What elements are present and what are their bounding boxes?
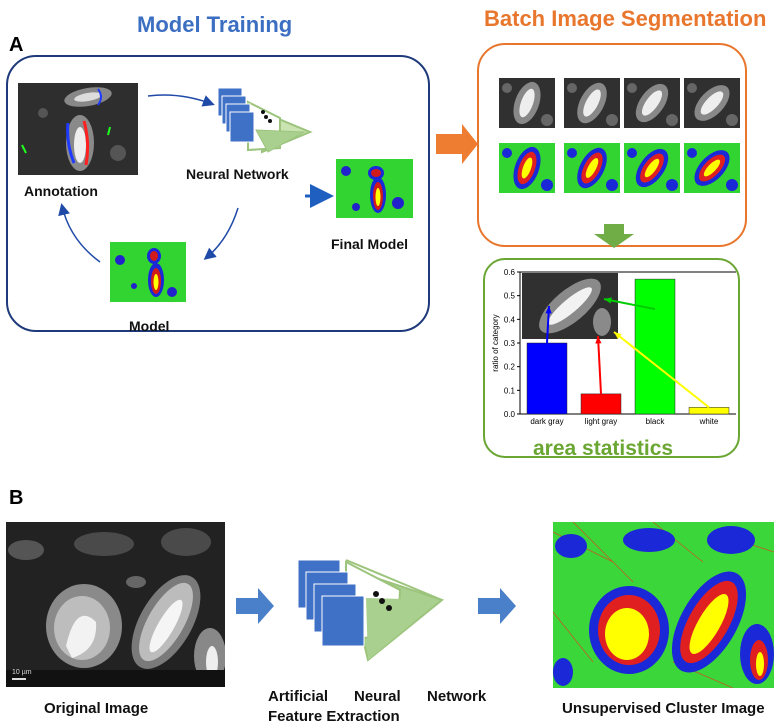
bar: [634, 278, 676, 415]
artificial-label: Artificial: [268, 688, 329, 705]
annotation-image-drawing: [18, 83, 138, 175]
model-training-frame: [6, 55, 430, 332]
arrow-light-gray-head: [595, 336, 602, 344]
batch-segmented-image: [564, 143, 620, 193]
arrow-black-head: [604, 297, 612, 304]
batch-segmented-image: [624, 143, 680, 193]
area-statistics-frame: [483, 258, 740, 458]
network-label: Network: [427, 688, 487, 705]
y-tick-label: 0.0: [504, 410, 516, 419]
model-image: [110, 242, 186, 302]
original-image: 10 µm: [6, 522, 225, 687]
batch-gray-image: [564, 78, 620, 128]
area-statistics-label: area statistics: [533, 437, 674, 460]
y-tick-label: 0.5: [504, 292, 516, 301]
final-model-label: Final Model: [331, 236, 408, 252]
x-tick-label: black: [646, 417, 666, 426]
inset-grain-small: [593, 308, 611, 336]
inset-grain-core: [548, 287, 592, 325]
batch-gray-image: [499, 78, 555, 128]
neural-label: Neural: [354, 688, 401, 705]
panel-b-letter: B: [9, 487, 24, 509]
annotation-label: Annotation: [24, 183, 98, 199]
y-tick-label: 0.4: [504, 315, 516, 324]
arrow-black: [603, 298, 656, 311]
arrow-white-head: [614, 332, 622, 340]
batch-gray-image: [684, 78, 740, 128]
feature-extraction-label: Feature Extraction: [268, 708, 400, 725]
annotation-image: [18, 83, 138, 175]
arrow-light-gray: [597, 335, 602, 394]
y-axis-label: ratio of category: [491, 314, 500, 371]
scale-bar-label: 10 µm: [12, 669, 32, 676]
x-tick-label: light gray: [585, 417, 617, 426]
y-tick-label: 0.1: [504, 386, 516, 395]
cluster-image: [553, 522, 774, 688]
original-image-label: Original Image: [44, 700, 149, 717]
batch-gray-image: [624, 78, 680, 128]
arrow-white: [613, 331, 710, 409]
y-tick-label: 0.3: [504, 339, 516, 348]
arrow-dark-gray-head: [545, 306, 552, 314]
model-label: Model: [129, 318, 170, 334]
y-tick-label: 0.6: [504, 268, 516, 277]
batch-segmented-image: [499, 143, 555, 193]
neural-network-label: Neural Network: [186, 166, 289, 182]
y-tick-label: 0.2: [504, 363, 516, 372]
x-tick-label: dark gray: [530, 417, 563, 426]
cluster-image-label: Unsupervised Cluster Image: [562, 700, 765, 717]
batch-segmented-image: [684, 143, 740, 193]
batch-segmentation-title: Batch Image Segmentation: [484, 6, 767, 31]
panel-a-letter: A: [9, 34, 24, 56]
x-tick-label: white: [699, 417, 719, 426]
model-training-title: Model Training: [137, 12, 293, 37]
final-model-image: [336, 159, 413, 218]
